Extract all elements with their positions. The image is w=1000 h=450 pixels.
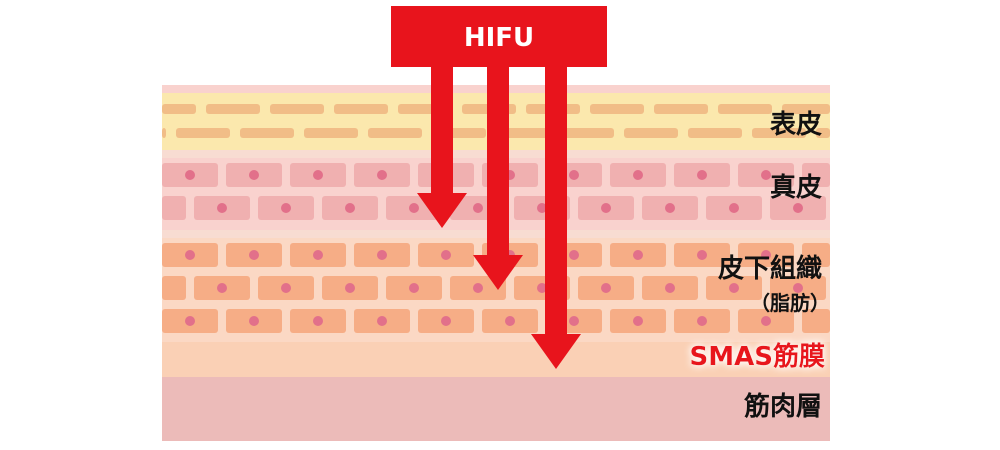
epidermis-dash (590, 104, 644, 114)
cell-nucleus (185, 316, 195, 326)
epidermis-dash (782, 104, 830, 114)
cell-nucleus (633, 250, 643, 260)
dermis-cell (802, 163, 830, 187)
cell-nucleus (345, 203, 355, 213)
subcutaneous-label: 皮下組織 (718, 253, 822, 284)
epidermis-dash (368, 128, 422, 138)
cell-nucleus (697, 316, 707, 326)
cell-nucleus (505, 316, 515, 326)
cell-nucleus (249, 250, 259, 260)
hifu-label: HIFU (464, 23, 534, 53)
epidermis-dash (496, 128, 550, 138)
cell-nucleus (313, 316, 323, 326)
epidermis-dash (162, 104, 196, 114)
cell-nucleus (345, 283, 355, 293)
dermis-label: 真皮 (770, 173, 822, 203)
subcutaneous-cell (162, 276, 186, 300)
epidermis-dash (688, 128, 742, 138)
cell-nucleus (377, 250, 387, 260)
subcutaneous-cell (802, 243, 830, 267)
cell-nucleus (441, 316, 451, 326)
epidermis-dash (654, 104, 708, 114)
cell-nucleus (217, 203, 227, 213)
epidermis-dash (752, 128, 806, 138)
hifu-transducer-box (391, 6, 607, 67)
arrow-head-shallow (417, 193, 467, 228)
cell-nucleus (249, 316, 259, 326)
cell-nucleus (697, 250, 707, 260)
epidermis-dash (304, 128, 358, 138)
cell-nucleus (185, 170, 195, 180)
cell-nucleus (569, 250, 579, 260)
dermis-cell (162, 196, 186, 220)
epidermis-dash (624, 128, 678, 138)
cell-nucleus (281, 203, 291, 213)
cell-nucleus (217, 283, 227, 293)
epidermis-dash (816, 128, 830, 138)
arrow-head-deep (531, 334, 581, 369)
muscle-layer (162, 377, 830, 441)
epidermis-dash (162, 128, 166, 138)
cell-nucleus (377, 170, 387, 180)
cell-nucleus (185, 250, 195, 260)
cell-nucleus (697, 170, 707, 180)
cell-nucleus (761, 316, 771, 326)
epidermis-dash (240, 128, 294, 138)
epidermis-dash (206, 104, 260, 114)
epidermis-dash (270, 104, 324, 114)
cell-nucleus (569, 170, 579, 180)
arrow-shaft-shallow (431, 67, 453, 194)
arrow-head-middle (473, 255, 523, 290)
cell-nucleus (793, 203, 803, 213)
cell-nucleus (601, 203, 611, 213)
muscle-label: 筋肉層 (744, 391, 822, 422)
cell-nucleus (473, 203, 483, 213)
cell-nucleus (281, 283, 291, 293)
subcutaneous-cell (802, 309, 830, 333)
epidermis-dash (560, 128, 614, 138)
cell-nucleus (313, 250, 323, 260)
epidermis-dash (718, 104, 772, 114)
epidermis-dash (334, 104, 388, 114)
cell-nucleus (409, 283, 419, 293)
cell-nucleus (761, 250, 771, 260)
cell-nucleus (409, 203, 419, 213)
arrow-shaft-middle (487, 67, 509, 256)
cell-nucleus (441, 250, 451, 260)
subcutaneous-sublabel: （脂肪） (750, 291, 830, 315)
cell-nucleus (377, 316, 387, 326)
cell-nucleus (473, 283, 483, 293)
cell-nucleus (761, 170, 771, 180)
cell-nucleus (633, 316, 643, 326)
cell-nucleus (313, 170, 323, 180)
smas-layer (162, 342, 830, 377)
cell-nucleus (537, 203, 547, 213)
cell-nucleus (569, 316, 579, 326)
smas-label: SMAS筋膜 (690, 341, 825, 372)
cell-nucleus (601, 283, 611, 293)
cell-nucleus (793, 283, 803, 293)
cell-nucleus (633, 170, 643, 180)
epidermis-dash (176, 128, 230, 138)
cell-nucleus (537, 283, 547, 293)
arrow-shaft-deep (545, 67, 567, 335)
cell-nucleus (665, 283, 675, 293)
cell-nucleus (729, 203, 739, 213)
hifu-arrows: HIFU (391, 6, 607, 369)
epidermis-label: 表皮 (770, 110, 822, 140)
cell-nucleus (729, 283, 739, 293)
cell-nucleus (665, 203, 675, 213)
cell-nucleus (249, 170, 259, 180)
